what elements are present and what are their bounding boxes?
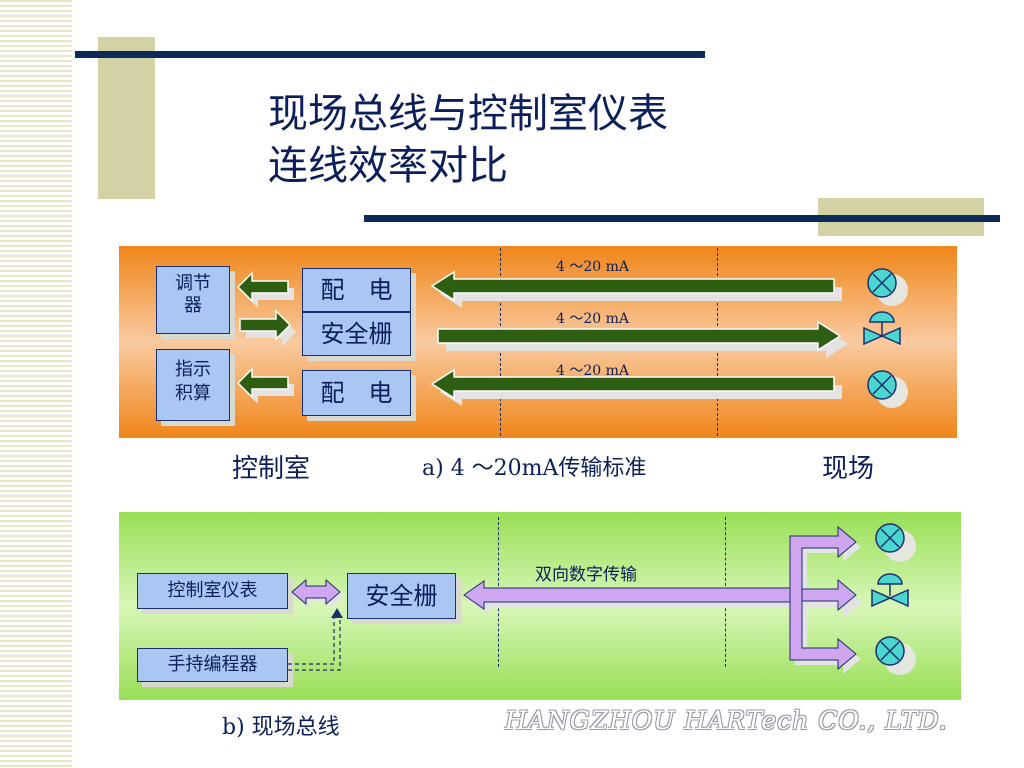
arrow-to-regulator (236, 271, 294, 308)
fieldbus-arrow (463, 580, 804, 615)
safety-barrier-label-b: 安全栅 (365, 582, 438, 610)
control-room-instrument-box: 控制室仪表 (137, 573, 288, 609)
signal-arrow-a3 (430, 368, 842, 406)
valve-icon-b (871, 573, 909, 608)
caption-field: 现场 (822, 454, 875, 484)
power-supply-box-2: 配 电 (302, 370, 411, 416)
arrow-to-indicator (236, 367, 294, 404)
fieldbus-branches (789, 525, 862, 674)
title-accent-block-left (98, 37, 155, 199)
caption-control-room: 控制室 (232, 454, 311, 484)
signal-label-b: 双向数字传输 (535, 565, 637, 585)
arrow-from-regulator (239, 309, 296, 346)
instrument-barrier-arrow (291, 578, 344, 608)
indicator-label-line2: 积算 (175, 383, 211, 404)
transmitter-icon-b1 (875, 523, 916, 562)
regulator-label: 调节器 (175, 273, 211, 316)
valve-icon-a (863, 311, 901, 346)
control-room-instrument-label: 控制室仪表 (167, 580, 258, 601)
signal-arrow-a2 (437, 320, 848, 358)
page-title-line2: 连线效率对比 (268, 143, 508, 189)
indicator-label-line1: 指示 (175, 359, 211, 380)
transmitter-icon-b2 (875, 636, 916, 675)
page-title: 现场总线与控制室仪表 连线效率对比 (268, 88, 668, 192)
caption-b: b) 现场总线 (222, 715, 340, 740)
company-watermark: HANGZHOU HARTech CO., LTD. (505, 706, 948, 735)
decorative-stripes (0, 0, 72, 768)
regulator-box: 调节器 (156, 266, 230, 334)
title-top-rule (75, 51, 705, 58)
power-supply-label-2: 配 电 (320, 379, 393, 407)
page-title-line1: 现场总线与控制室仪表 (268, 91, 668, 137)
caption-a: a) 4 ～20mA传输标准 (422, 456, 647, 481)
programmer-connection (288, 608, 343, 671)
power-supply-label-1: 配 电 (320, 276, 393, 304)
handheld-programmer-box: 手持编程器 (137, 648, 288, 682)
signal-label-a2: 4 ～20 mA (556, 311, 630, 327)
safety-barrier-label-a: 安全栅 (320, 320, 393, 348)
signal-label-a3: 4 ～20 mA (556, 363, 630, 379)
safety-barrier-box-b: 安全栅 (347, 573, 456, 619)
transmitter-icon-a1 (867, 268, 908, 306)
signal-arrow-a1 (430, 270, 842, 308)
power-supply-box-1: 配 电 (302, 268, 411, 312)
title-bottom-rule (364, 215, 1000, 222)
signal-label-a1: 4 ～20 mA (556, 259, 630, 275)
handheld-programmer-label: 手持编程器 (167, 654, 258, 675)
safety-barrier-box-a: 安全栅 (302, 312, 411, 356)
indicator-box: 指示 积算 (156, 349, 230, 421)
transmitter-icon-a2 (867, 370, 908, 408)
